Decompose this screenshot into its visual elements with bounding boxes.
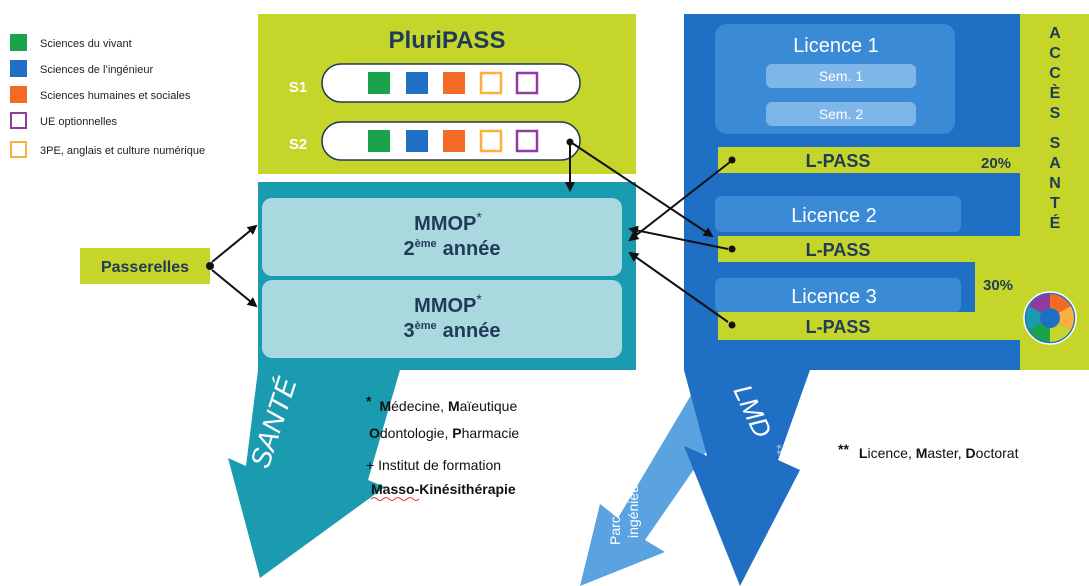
note-mmop: *Médecine, Maïeutique Odontologie, Pharm… (366, 393, 519, 501)
note-lmd-line: **Licence, Master, Doctorat (838, 441, 1019, 461)
lpass1-bar (718, 147, 1020, 173)
legend-swatch (10, 86, 27, 103)
acces-sante-letter: È (1050, 83, 1061, 102)
legend-swatch (10, 34, 27, 51)
legend-label: UE optionnelles (40, 116, 118, 128)
arrow-to-mmop3 (211, 269, 258, 308)
acces-sante-letter: S (1050, 135, 1061, 152)
pluripass-title: PluriPASS (389, 27, 506, 54)
ue-sciences-humaines (443, 72, 465, 94)
connection-arrows (565, 138, 731, 323)
acces-sante-letter: S (1050, 105, 1061, 122)
legend-label: Sciences de l’ingénieur (40, 64, 153, 76)
legend-label: 3PE, anglais et culture numérique (40, 145, 205, 157)
legend-label: Sciences du vivant (40, 38, 132, 50)
pluripass-box: PluriPASS S1 S2 (258, 14, 636, 174)
ue-3pe (479, 129, 503, 153)
passerelles-bg (80, 248, 210, 284)
legend-item-sciences-humaines: Sciences humaines et sociales (10, 86, 191, 103)
arrow-lpass1-to-mmop2 (628, 161, 731, 242)
acces-sante-letter: N (1049, 175, 1061, 192)
ue-sciences-ingenieur (406, 72, 428, 94)
lmd-arrow-stars: ** (773, 444, 789, 455)
arrow-s2-to-licence2 (571, 142, 714, 238)
legend-swatch (10, 141, 27, 158)
legend-item-ue-optionnelles: UE optionnelles (10, 112, 118, 129)
spellcheck-underline (370, 497, 420, 501)
pct-30-bg (975, 262, 1020, 318)
logo-wheel-icon (1023, 291, 1077, 345)
parcours-label-line2: ingénieur (625, 480, 641, 538)
lpass3-dot (728, 321, 736, 329)
sem2-box (766, 102, 916, 126)
sem2-label: Sem. 2 (819, 106, 864, 122)
mmop-year3-title: MMOP* (414, 291, 482, 317)
s1-capsule (321, 63, 581, 103)
lpass2-label: L-PASS (806, 240, 871, 260)
ue-optionnelle (515, 71, 539, 95)
lpass2-bar (718, 236, 1020, 262)
ue-sciences-vivant (368, 72, 390, 94)
licence-block: LMD ** Licence 1 Sem. 1 Sem. 2 ACCÈSSANT… (684, 14, 1089, 586)
licence2-box (715, 196, 961, 232)
lmd-arrow-shape (684, 370, 810, 586)
lpass3-bar (718, 312, 1020, 340)
lpass1-dot (728, 156, 736, 164)
mmop-year2-box (262, 198, 622, 276)
arrow-lpass2-to-mmop2 (628, 225, 729, 250)
ue-sciences-humaines (443, 130, 465, 152)
ue-sciences-ingenieur (406, 130, 428, 152)
legend-swatch (10, 112, 27, 129)
lpass2-dot (728, 245, 736, 253)
note-mmop-line2: Odontologie, Pharmacie (369, 425, 519, 441)
passerelles-label: Passerelles (101, 259, 189, 276)
note-lmd: **Licence, Master, Doctorat (838, 441, 1019, 461)
pct-30: 30% (983, 277, 1013, 294)
ue-sciences-vivant (368, 130, 390, 152)
note-mmop-line1: *Médecine, Maïeutique (366, 393, 517, 414)
legend-item-sciences-du-vivant: Sciences du vivant (10, 34, 132, 51)
legend-item-3pe: 3PE, anglais et culture numérique (10, 141, 205, 158)
licence3-box (715, 278, 961, 312)
mmop-year3-box (262, 280, 622, 358)
licence1-title: Licence 1 (793, 35, 879, 57)
sem1-label: Sem. 1 (819, 68, 864, 84)
acces-sante-letter: A (1049, 25, 1061, 42)
ue-3pe (479, 71, 503, 95)
licence3-title: Licence 3 (791, 286, 877, 308)
sante-arrow-shape (228, 360, 400, 578)
passerelles: Passerelles (80, 224, 258, 308)
lpass3-label: L-PASS (806, 317, 871, 337)
legend-item-sciences-ingenieur: Sciences de l’ingénieur (10, 60, 153, 77)
sem1-box (766, 64, 916, 88)
ue-optionnelle (515, 129, 539, 153)
note-mmop-line3: + Institut de formation (366, 457, 501, 473)
s2-capsule (321, 121, 581, 161)
pct-20: 20% (981, 155, 1011, 172)
legend: Sciences du vivant Sciences de l’ingénie… (10, 34, 205, 158)
lpass1-label: L-PASS (806, 151, 871, 171)
acces-sante-letter: A (1049, 155, 1061, 172)
acces-sante-letter: T (1050, 195, 1060, 212)
legend-label: Sciences humaines et sociales (40, 90, 191, 102)
s2-label: S2 (289, 136, 307, 153)
arrow-lpass3-to-mmop (628, 251, 729, 323)
licence2-title: Licence 2 (791, 205, 877, 227)
mmop-year2-title: MMOP* (414, 209, 482, 235)
acces-sante-letter: C (1049, 45, 1061, 62)
legend-swatch (10, 60, 27, 77)
passerelles-dot (206, 262, 214, 270)
note-mmop-line4: Masso-Kinésithérapie (371, 481, 516, 497)
acces-sante-letter: É (1050, 213, 1061, 232)
parcours-label-line1: Parcours (607, 489, 623, 545)
arrow-to-mmop2 (211, 224, 258, 263)
acces-sante-letter: C (1049, 65, 1061, 82)
s1-label: S1 (289, 79, 307, 96)
